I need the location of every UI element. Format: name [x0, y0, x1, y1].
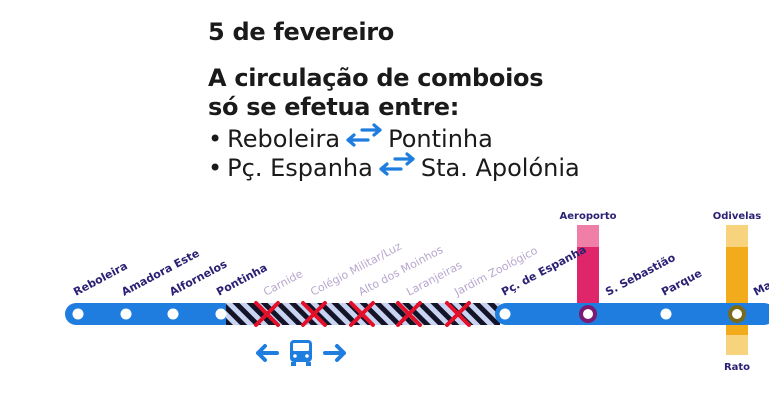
station-dot: [732, 309, 742, 319]
double-arrow-icon: [342, 122, 386, 157]
double-arrow-icon: [375, 151, 419, 186]
service-notice: A circulação de comboios só se efetua en…: [208, 64, 544, 122]
route-origin: Pç. Espanha: [227, 154, 373, 182]
station-label: Reboleira: [71, 259, 129, 298]
station-dot: [120, 308, 132, 320]
route-row-1: • Reboleira Pontinha: [208, 122, 580, 157]
route-list: • Reboleira Pontinha • Pç. Espanha Sta. …: [208, 122, 580, 186]
cross-icon: [254, 301, 280, 327]
red-line-segment: [577, 225, 599, 315]
station-dot: [167, 308, 179, 320]
cross-icon: [445, 301, 471, 327]
date-title: 5 de fevereiro: [208, 18, 394, 46]
station-label: Pç. de Espanha: [499, 243, 588, 299]
route-destination: Pontinha: [388, 125, 493, 153]
arrow-right-icon: [323, 344, 346, 362]
station-label: Parque: [659, 267, 704, 299]
station-dot: [660, 308, 672, 320]
cross-icon: [301, 301, 327, 327]
yellow-line-fade-bottom: [726, 335, 748, 355]
bullet: •: [208, 125, 223, 153]
cross-icon: [396, 301, 422, 327]
station-dot: [72, 308, 84, 320]
notice-line-2: só se efetua entre:: [208, 93, 459, 121]
blue-line-segment-east: [495, 303, 769, 325]
red-line-fade: [577, 225, 599, 247]
metro-line-diagram: Reboleira Amadora Este Alfornelos Pontin…: [65, 211, 769, 373]
yellow-line-fade-top: [726, 225, 748, 247]
closed-station-label: Jardim Zoológico: [451, 244, 540, 299]
route-row-2: • Pç. Espanha Sta. Apolónia: [208, 151, 580, 186]
connection-label-aeroporto: Aeroporto: [560, 211, 617, 222]
bus-replacement: [256, 340, 346, 366]
bus-icon: [290, 340, 312, 366]
route-destination: Sta. Apolónia: [420, 154, 580, 182]
station-dot: [215, 308, 227, 320]
route-origin: Reboleira: [227, 125, 341, 153]
station-label: Amadora Este: [119, 247, 201, 299]
connection-label-odivelas: Odivelas: [713, 211, 762, 222]
bullet: •: [208, 154, 223, 182]
connection-label-rato: Rato: [724, 362, 750, 373]
station-dot: [499, 308, 511, 320]
arrow-left-icon: [256, 344, 279, 362]
cross-icon: [349, 301, 375, 327]
blue-line-segment-west: [65, 303, 235, 325]
station-label: Ma: [751, 279, 769, 299]
closed-station-crosses: [254, 301, 471, 327]
station-dot: [583, 309, 593, 319]
notice-line-1: A circulação de comboios: [208, 64, 544, 92]
